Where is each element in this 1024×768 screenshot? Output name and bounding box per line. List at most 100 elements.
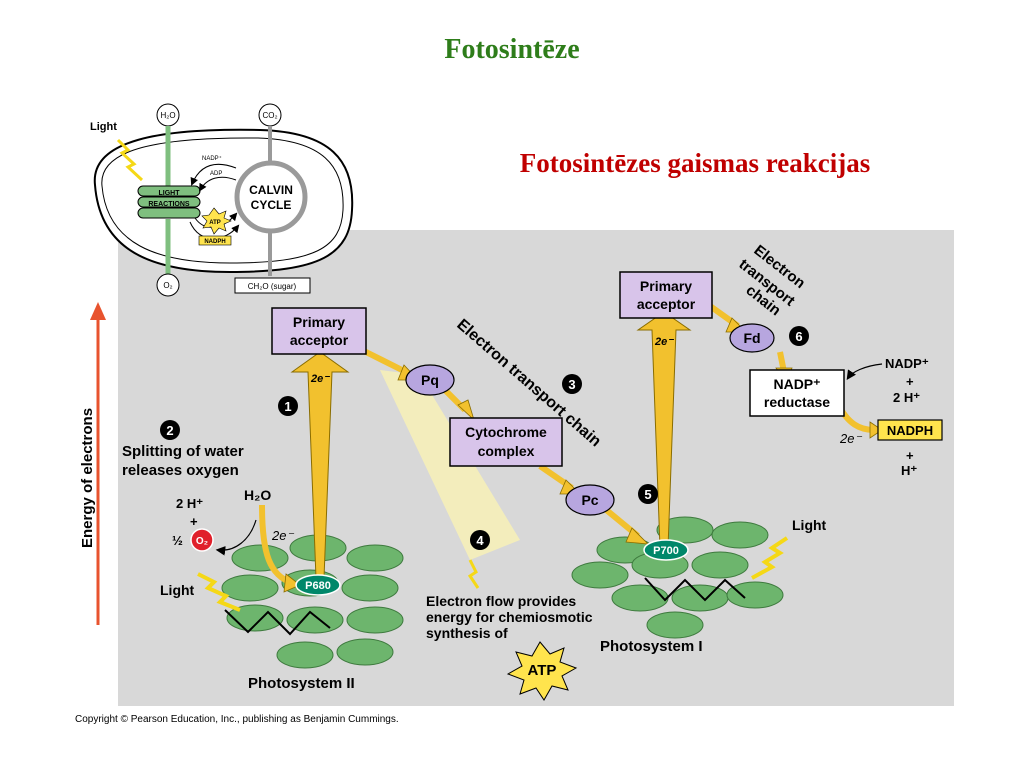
energy-axis-label: Energy of electrons [79, 408, 96, 548]
ps2-oval [336, 638, 394, 666]
step-6-label: 6 [795, 329, 802, 344]
energy-axis-arrowhead [90, 302, 106, 320]
inset-atp-label: ATP [209, 220, 221, 226]
pc-carrier [565, 484, 615, 516]
chain-arrowhead-reductase-nadph [869, 421, 883, 439]
light-label-ps2: Light [160, 582, 195, 598]
step-badges: 1 2 3 4 5 6 [160, 326, 809, 550]
electron-label-ps1: 2e⁻ [654, 336, 674, 348]
chloroplast-inset: Light H₂O CO₂ LIGHT REACTIONS O₂ CALVIN … [90, 103, 354, 297]
o2-molecule [190, 528, 214, 552]
ps1-oval [646, 611, 704, 639]
ps1-oval [726, 581, 784, 609]
inset-nadp-arrow [190, 163, 237, 186]
cytochrome-line2: complex [478, 443, 535, 459]
chloroplast-outline [93, 128, 354, 274]
ps1-oval [571, 561, 629, 589]
ps1-oval [691, 551, 749, 579]
cytochrome-complex [449, 417, 563, 467]
primary-acceptor-ps1-line1: Primary [640, 278, 692, 294]
inset-thylakoid-2 [137, 196, 201, 208]
ps2-oval [346, 544, 404, 572]
water-2h-label: 2 H⁺ [176, 496, 203, 511]
inset-o2-circle [156, 273, 180, 297]
ps2-oval [231, 544, 289, 572]
inset-h2o-label: H₂O [160, 111, 175, 120]
oxygen-release-arrow [215, 519, 257, 556]
inset-adp-label: ADP [210, 171, 222, 177]
inset-light-bolt [116, 138, 144, 182]
excitation-arrow-ps1 [636, 311, 692, 549]
chain-arrowhead-pc-p700 [625, 527, 650, 545]
nadp-reductase [749, 369, 845, 417]
inset-co2-label: CO₂ [262, 111, 277, 120]
inset-light-reactions-1: LIGHT [159, 190, 181, 197]
copyright-note: Copyright © Pearson Education, Inc., pub… [75, 714, 399, 725]
ps1-oval [656, 516, 714, 544]
inset-nadph-box [198, 235, 232, 246]
primary-acceptor-ps1 [619, 271, 713, 319]
atp-energy-bolt [467, 559, 480, 589]
step-5-badge [638, 484, 658, 504]
inset-calvin-label-2: CYCLE [251, 198, 292, 212]
nadph-h-label: H⁺ [901, 463, 917, 478]
ps2-oval [346, 606, 404, 634]
atp-burst [506, 641, 578, 701]
nadph-plus-sign: + [906, 448, 914, 463]
inset-atp-burst [201, 207, 232, 235]
p680-label: P680 [305, 580, 331, 592]
inset-sugar-label: CH₂O (sugar) [248, 282, 297, 291]
nadp-plus-label: NADP⁺ [885, 356, 929, 371]
pc-label: Pc [581, 492, 598, 508]
step-4-badge [470, 530, 490, 550]
nadph-label: NADPH [887, 423, 933, 438]
slide-subtitle: Fotosintēzes gaismas reakcijas [519, 148, 871, 178]
ps2-oval [276, 641, 334, 669]
inset-calvin-circle [234, 160, 308, 234]
light-bolt-2 [751, 536, 789, 580]
ps2-oval [221, 574, 279, 602]
o2-label: O₂ [196, 536, 208, 547]
ps1-oval [711, 521, 769, 549]
cytochrome-line1: Cytochrome [465, 424, 547, 440]
slide-title: Fotosintēze [444, 34, 580, 65]
splitting-line2: releases oxygen [122, 462, 239, 479]
step-2-badge [160, 420, 180, 440]
step-1-badge [278, 396, 298, 416]
diagram-panel [118, 230, 954, 706]
inset-thylakoid-3 [137, 207, 201, 219]
atp-label: ATP [528, 662, 557, 679]
electron-label-ps2: 2e⁻ [310, 373, 330, 385]
photosystem-1-label: Photosystem I [600, 638, 703, 655]
ps1-energy-zigzag [644, 577, 746, 602]
fd-label: Fd [743, 330, 760, 346]
light-label-ps1: Light [792, 517, 827, 533]
water-half-label: ½ [172, 533, 183, 548]
nadp-reductase-line1: NADP⁺ [773, 376, 820, 392]
ps1-oval [671, 584, 729, 612]
primary-acceptor-ps1-line2: acceptor [637, 296, 696, 312]
electron-flow-line1: Electron flow provides [426, 593, 576, 609]
chloroplast-inner [101, 137, 344, 264]
inset-light-label: Light [90, 121, 117, 133]
pq-carrier [405, 364, 455, 396]
water-plus-label: + [190, 514, 198, 529]
step-6-badge [789, 326, 809, 346]
electron-flow-line3: synthesis of [426, 625, 508, 641]
p700-label: P700 [653, 545, 679, 557]
ps2-energy-zigzag [224, 609, 331, 636]
step-4-label: 4 [476, 533, 484, 548]
ps1-oval [611, 584, 669, 612]
splitting-line1: Splitting of water [122, 443, 244, 460]
p700-center [643, 539, 689, 561]
p680-center [295, 574, 341, 596]
inset-adp-arrow [198, 176, 237, 192]
primary-acceptor-ps2 [271, 307, 367, 355]
pq-label: Pq [421, 372, 439, 388]
electron-label-water: 2e⁻ [271, 528, 294, 543]
fd-carrier [729, 323, 775, 353]
nadp-reductase-line2: reductase [764, 394, 830, 410]
nadp-2h-label: 2 H⁺ [893, 390, 920, 405]
photosystem-2-label: Photosystem II [248, 675, 355, 692]
chain-arrowhead-pq-cyto [457, 399, 475, 422]
